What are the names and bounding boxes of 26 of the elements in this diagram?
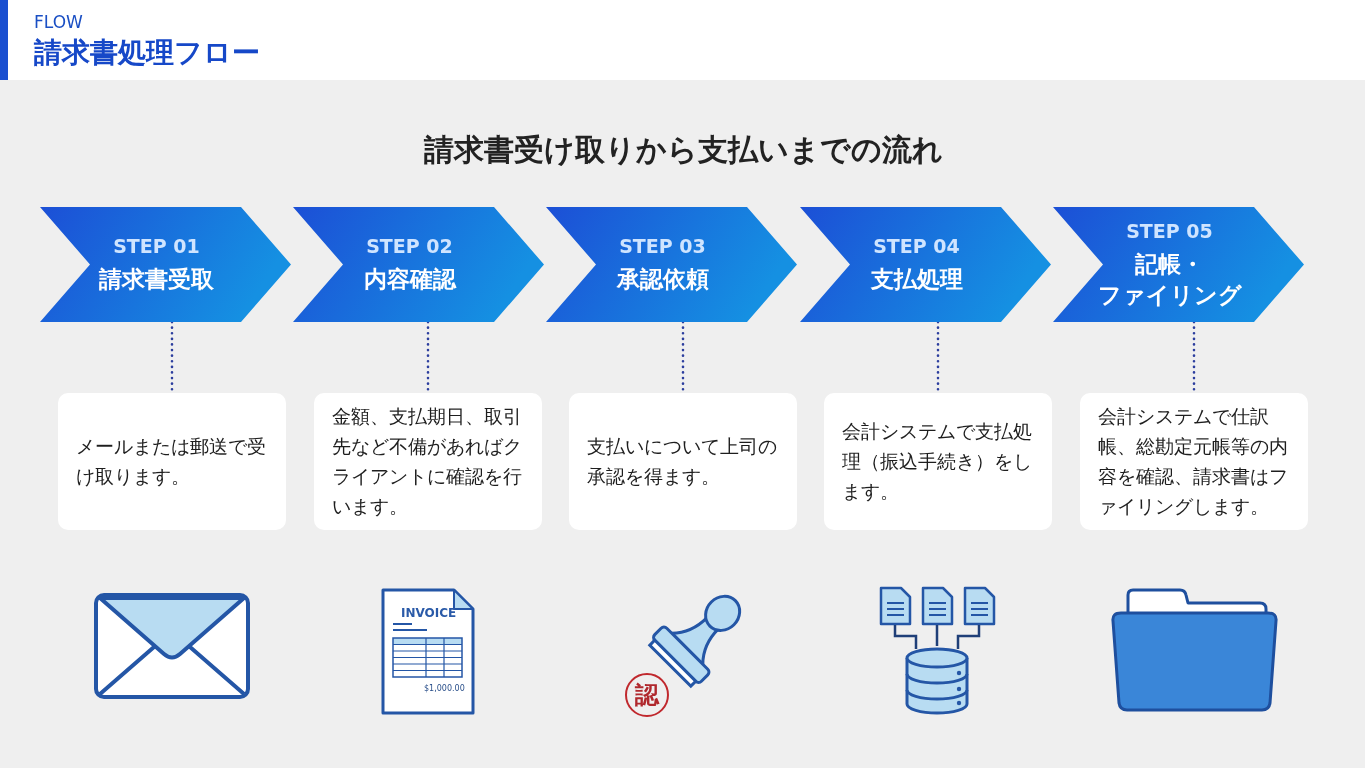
section-heading: 請求書受け取りから支払いまでの流れ [423,131,943,169]
step-description: 会計システムで支払処理（振込手続き）をします。 [842,419,1033,504]
step-banner [40,207,291,322]
step-number: STEP 03 [619,234,706,258]
seal-mark: 認 [625,673,669,717]
invoice-heading: INVOICE [401,605,457,621]
amount-text: $1,000.00 [424,684,465,694]
step-title: 承認依頼 [616,265,709,294]
step-banner [1053,207,1304,322]
page-title: 請求書処理フロー [34,36,260,70]
step-title: 請求書受取 [99,265,214,294]
step-number: STEP 01 [113,234,200,258]
step-title: 内容確認 [363,265,456,294]
step-description: メールまたは郵送で受け取ります。 [76,434,267,489]
step-banner [800,207,1051,322]
step-description: 会計システムで仕訳帳、総勘定元帳等の内容を確認、請求書はファイリングします。 [1098,404,1289,519]
step-banner [293,207,544,322]
section-kicker: FLOW [34,12,83,32]
step-number: STEP 04 [873,234,960,258]
step-title: 支払処理 [870,265,963,294]
step-number: STEP 05 [1126,218,1213,243]
step-description: 金額、支払期日、取引先など不備があればクライアントに確認を行います。 [332,404,523,519]
step-description: 支払いについて上司の承認を得ます。 [587,434,778,489]
step-title: 記帳・ファイリング [1096,249,1243,310]
step-number: STEP 02 [366,234,453,258]
step-banner [546,207,797,322]
